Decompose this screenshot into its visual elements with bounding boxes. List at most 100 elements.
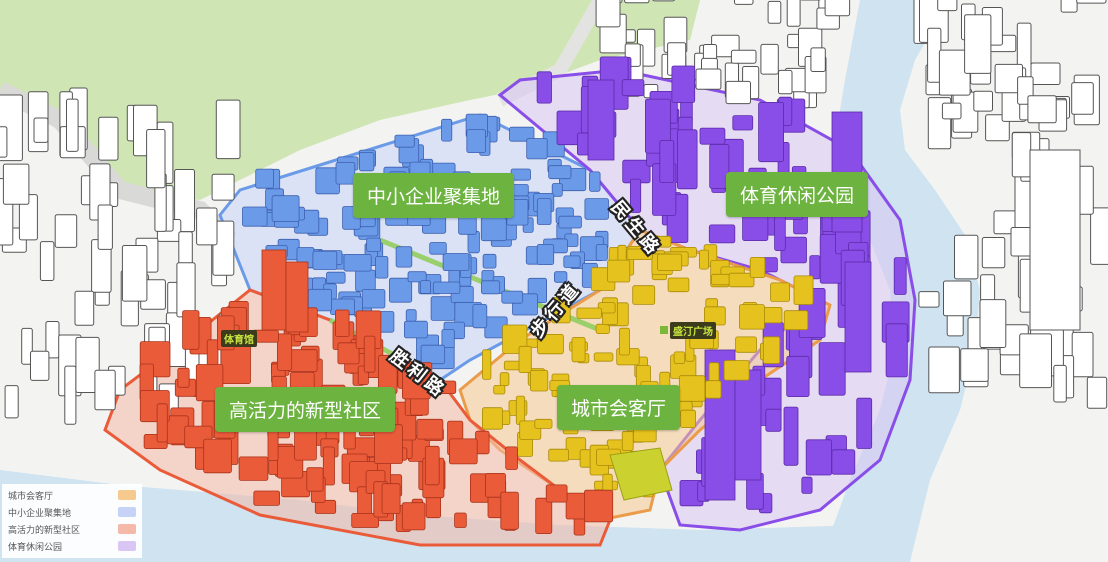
poi-label-stadium: 体育馆 bbox=[221, 330, 257, 347]
building bbox=[943, 280, 972, 317]
legend-swatch bbox=[118, 541, 136, 551]
building bbox=[973, 90, 993, 112]
building bbox=[466, 129, 486, 154]
square-marker bbox=[660, 326, 668, 334]
legend-label: 体育休闲公园 bbox=[8, 543, 63, 553]
building bbox=[420, 344, 446, 365]
building bbox=[735, 336, 757, 353]
building bbox=[734, 0, 754, 5]
zone-label-sme[interactable]: 中小企业聚集地 bbox=[353, 173, 515, 218]
building bbox=[206, 339, 219, 367]
building bbox=[177, 367, 190, 388]
legend-label: 高活力的新型社区 bbox=[8, 526, 81, 536]
building bbox=[361, 289, 386, 309]
building bbox=[1060, 0, 1078, 13]
building bbox=[337, 342, 360, 365]
building bbox=[526, 138, 548, 160]
building bbox=[64, 365, 77, 425]
building bbox=[584, 198, 609, 220]
building bbox=[937, 0, 958, 12]
building bbox=[176, 262, 196, 318]
building bbox=[749, 256, 766, 278]
building bbox=[652, 0, 676, 2]
building bbox=[405, 309, 417, 322]
building bbox=[276, 333, 293, 371]
building bbox=[818, 342, 846, 396]
building bbox=[1076, 0, 1107, 4]
building bbox=[595, 323, 610, 335]
building bbox=[563, 255, 581, 268]
building bbox=[762, 336, 781, 364]
zone-label-parlor[interactable]: 城市会客厅 bbox=[557, 385, 681, 430]
building bbox=[312, 250, 338, 270]
building bbox=[893, 257, 907, 295]
building bbox=[0, 126, 8, 158]
building bbox=[728, 272, 755, 288]
building bbox=[964, 14, 992, 74]
poi-label-square: 盛汀广场 bbox=[670, 322, 716, 339]
building bbox=[928, 346, 960, 394]
building bbox=[624, 0, 650, 4]
green-park bbox=[0, 0, 700, 200]
building bbox=[534, 418, 553, 429]
building bbox=[499, 372, 510, 387]
building bbox=[708, 224, 736, 244]
building bbox=[196, 207, 218, 246]
building bbox=[395, 246, 413, 268]
building bbox=[1053, 364, 1067, 403]
building bbox=[783, 406, 799, 466]
building bbox=[786, 0, 801, 27]
building bbox=[416, 418, 444, 440]
building bbox=[394, 134, 415, 148]
building bbox=[593, 352, 614, 362]
building bbox=[363, 335, 376, 373]
building bbox=[954, 234, 979, 280]
building bbox=[271, 195, 300, 222]
building bbox=[441, 118, 453, 142]
building bbox=[30, 350, 50, 381]
building bbox=[667, 277, 690, 293]
building bbox=[343, 253, 372, 272]
building bbox=[481, 407, 503, 430]
building bbox=[645, 98, 671, 154]
building bbox=[558, 215, 582, 229]
zone-label-sports[interactable]: 体育休闲公园 bbox=[726, 172, 869, 217]
building bbox=[480, 280, 501, 295]
building bbox=[39, 241, 55, 282]
building bbox=[778, 69, 793, 95]
building bbox=[551, 297, 571, 324]
building bbox=[500, 491, 519, 530]
building bbox=[358, 152, 375, 172]
building bbox=[515, 395, 526, 426]
building bbox=[4, 385, 19, 419]
legend-item-sme: 中小企业聚集地 bbox=[6, 505, 140, 519]
tower bbox=[261, 249, 287, 331]
building bbox=[831, 449, 856, 475]
building bbox=[482, 349, 492, 380]
building bbox=[1071, 331, 1094, 378]
building bbox=[960, 348, 989, 382]
building bbox=[554, 271, 568, 283]
building bbox=[442, 253, 470, 272]
zone-label-community[interactable]: 高活力的新型社区 bbox=[215, 387, 396, 432]
building bbox=[2, 163, 30, 205]
building bbox=[501, 290, 524, 304]
building bbox=[1019, 333, 1053, 389]
building bbox=[98, 116, 119, 161]
tower bbox=[734, 369, 762, 481]
building bbox=[607, 259, 631, 283]
building bbox=[699, 249, 709, 270]
building bbox=[725, 80, 751, 105]
building bbox=[723, 360, 750, 381]
building bbox=[401, 502, 426, 531]
building bbox=[366, 237, 382, 253]
legend-item-sports: 体育休闲公园 bbox=[6, 539, 140, 553]
building bbox=[355, 269, 376, 292]
building bbox=[375, 255, 389, 279]
building bbox=[619, 327, 630, 356]
building bbox=[626, 248, 653, 261]
building bbox=[381, 483, 401, 515]
legend-item-parlor: 城市会客厅 bbox=[6, 488, 140, 502]
building bbox=[946, 313, 964, 337]
building bbox=[530, 369, 549, 392]
